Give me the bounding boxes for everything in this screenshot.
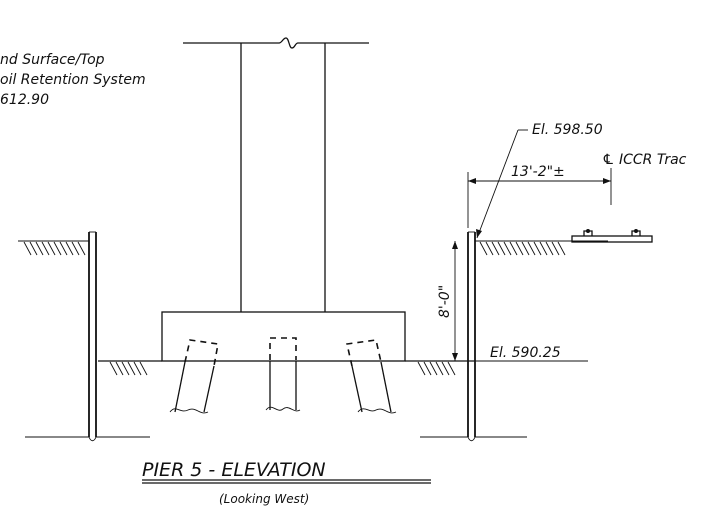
track-offset-dimension (467, 168, 612, 228)
ground-note-line2: oil Retention System (0, 72, 146, 88)
wall-height-dimension (452, 241, 458, 361)
pile-left (169, 339, 219, 414)
top-reference-line (183, 37, 369, 49)
ground-hatch-lower-left (109, 361, 148, 376)
ground-surface-note: nd Surface/Top oil Retention System 612.… (0, 52, 146, 108)
top-elevation-label: El. 598.50 (532, 122, 603, 138)
pile-cap (161, 311, 406, 362)
ground-note-line3: 612.90 (0, 92, 49, 108)
pile-right (346, 339, 397, 414)
ground-note-line1: nd Surface/Top (0, 52, 105, 68)
ground-hatch-upper-left (18, 240, 89, 256)
track-centerline-label: ℄ ICCR Trac (602, 152, 687, 168)
footing-elevation-label: El. 590.25 (490, 345, 561, 361)
subtitle-text: (Looking West) (219, 492, 309, 506)
railroad-track (571, 229, 653, 243)
right-retention-wall (420, 231, 527, 442)
top-elevation-leader (476, 129, 528, 239)
pile-center (265, 337, 301, 412)
left-retention-wall (25, 231, 150, 442)
track-offset-label: 13'-2"± (511, 164, 565, 180)
pier-column (240, 43, 326, 312)
drawing-title: PIER 5 - ELEVATION (142, 459, 431, 484)
ground-hatch-upper-right (475, 240, 608, 256)
title-text: PIER 5 - ELEVATION (142, 459, 326, 481)
wall-height-label: 8'-0" (437, 285, 453, 318)
ground-hatch-lower-right (417, 361, 456, 376)
